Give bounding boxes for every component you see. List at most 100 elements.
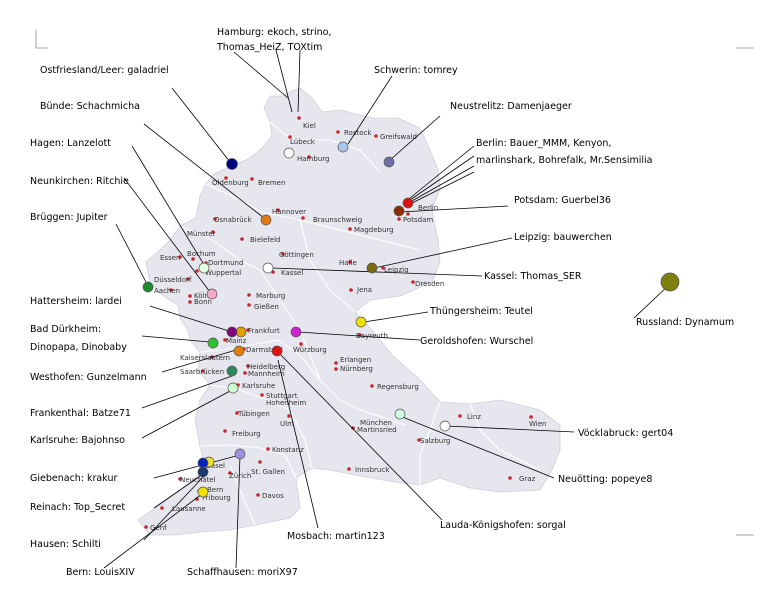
marker-badduerkheim[interactable] bbox=[226, 326, 238, 338]
city-konstanz: Konstanz bbox=[272, 446, 304, 454]
marker-kassel[interactable] bbox=[262, 262, 274, 274]
label-neuoetting: Neuötting: popeye8 bbox=[558, 474, 652, 485]
city-wien: Wien bbox=[529, 420, 546, 428]
city-hamburg: Hamburg bbox=[297, 155, 329, 163]
city-ulm: Ulm bbox=[280, 420, 294, 428]
city-rostock: Rostock bbox=[344, 129, 372, 137]
city-fribourg: Fribourg bbox=[202, 494, 231, 502]
city-wuppertal: Wuppertal bbox=[205, 269, 241, 277]
label-geroldshofen: Geroldshofen: Wurschel bbox=[420, 336, 533, 347]
marker-giebenach[interactable] bbox=[197, 457, 209, 469]
label-potsdam: Potsdam: Guerbel36 bbox=[514, 195, 611, 206]
label-brueggen: Brüggen: Jupiter bbox=[30, 212, 108, 223]
city-graz: Graz bbox=[519, 475, 536, 483]
city-oldenburg: Oldenburg bbox=[212, 179, 249, 187]
city-heidelberg: Heidelberg bbox=[247, 363, 285, 371]
marker-neuoetting[interactable] bbox=[439, 420, 451, 432]
label-russland: Russland: Dynamum bbox=[636, 317, 734, 328]
marker-hattersheim[interactable] bbox=[235, 326, 247, 338]
marker-neunkirchen[interactable] bbox=[206, 288, 218, 300]
label-ostfriesland: Ostfriesland/Leer: galadriel bbox=[40, 65, 169, 76]
city-zuerich: Zürich bbox=[229, 472, 251, 480]
city-bayreuth: Bayreuth bbox=[356, 332, 388, 340]
city-stuttgart: Stuttgart bbox=[266, 392, 298, 400]
label-schaffhausen: Schaffhausen: moriX97 bbox=[187, 567, 298, 578]
city-muenster: Münster bbox=[187, 230, 216, 238]
marker-brueggen[interactable] bbox=[142, 281, 154, 293]
marker-laudaK[interactable] bbox=[271, 345, 283, 357]
city-giessen: Gießen bbox=[254, 303, 279, 311]
label-reinach: Reinach: Top_Secret bbox=[30, 502, 125, 513]
marker-badduerkheim2[interactable] bbox=[207, 337, 219, 349]
city-duesseldorf: Düsseldorf bbox=[154, 276, 192, 284]
label-hagen: Hagen: Lanzelott bbox=[30, 138, 111, 149]
marker-geroldshofen[interactable] bbox=[290, 326, 302, 338]
label-hamburg-line1: Hamburg: ekoch, strino, bbox=[217, 27, 331, 38]
city-magdeburg: Magdeburg bbox=[354, 226, 394, 234]
marker-thuengersheim[interactable] bbox=[355, 316, 367, 328]
city-kiel: Kiel bbox=[303, 122, 316, 130]
city-essen: Essen bbox=[160, 254, 180, 262]
city-leipzig: Leipzig bbox=[384, 266, 409, 274]
marker-russland[interactable] bbox=[660, 272, 680, 292]
marker-hamburg[interactable] bbox=[283, 147, 295, 159]
label-hattersheim: Hattersheim: lardei bbox=[30, 296, 122, 307]
marker-potsdam[interactable] bbox=[393, 205, 405, 217]
marker-westhofen[interactable] bbox=[233, 345, 245, 357]
city-frankfurt: Frankfurt bbox=[248, 327, 280, 335]
city-labels: Kiel Lübeck Rostock Greifswald Hamburg O… bbox=[144, 116, 546, 532]
city-linz: Linz bbox=[467, 413, 481, 421]
marker-bern[interactable] bbox=[197, 486, 209, 498]
location-markers bbox=[142, 141, 680, 498]
marker-schwerin[interactable] bbox=[337, 141, 349, 153]
label-badduerkheim-line1: Bad Dürkheim: bbox=[30, 324, 101, 335]
city-braunschweig: Braunschweig bbox=[313, 216, 362, 224]
marker-frankenthal[interactable] bbox=[226, 365, 238, 377]
city-lubeck: Lübeck bbox=[290, 138, 316, 146]
city-bonn: Bonn bbox=[194, 298, 212, 306]
city-dresden: Dresden bbox=[415, 280, 444, 288]
city-jena: Jena bbox=[356, 286, 372, 294]
label-hamburg-line2: Thomas_HeiZ, TOXtim bbox=[216, 42, 322, 53]
marker-reinach[interactable] bbox=[197, 466, 209, 478]
marker-karlsruhe[interactable] bbox=[227, 382, 239, 394]
city-bochum: Bochum bbox=[187, 250, 216, 258]
marker-buende[interactable] bbox=[260, 214, 272, 226]
city-kassel: Kassel bbox=[281, 269, 303, 277]
label-badduerkheim-line2: Dinopapa, Dinobaby bbox=[30, 342, 127, 353]
city-halle: Halle bbox=[339, 259, 357, 267]
city-saarbruecken: Saarbrücken bbox=[180, 368, 224, 376]
city-stgallen: St. Gallen bbox=[251, 468, 285, 476]
city-muenchen: München bbox=[360, 419, 392, 427]
label-hausen: Hausen: Schilti bbox=[30, 539, 101, 550]
marker-leipzig[interactable] bbox=[366, 262, 378, 274]
label-laudaK: Lauda-Königshofen: sorgal bbox=[440, 520, 566, 531]
label-giebenach: Giebenach: krakur bbox=[30, 473, 117, 484]
label-frankenthal: Frankenthal: Batze71 bbox=[30, 408, 131, 419]
marker-neustrelitz[interactable] bbox=[383, 156, 395, 168]
city-koeln: Köln bbox=[194, 292, 209, 300]
city-karlsruhe: Karlsruhe bbox=[242, 382, 275, 390]
city-innsbruck: Innsbruck bbox=[355, 466, 390, 474]
city-nuernberg: Nürnberg bbox=[340, 365, 373, 373]
label-westhofen: Westhofen: Gunzelmann bbox=[30, 372, 147, 383]
city-goettingen: Göttingen bbox=[279, 251, 314, 259]
marker-hagen[interactable] bbox=[198, 262, 210, 274]
city-basel: Basel bbox=[206, 462, 225, 470]
city-wuerzburg: Würzburg bbox=[293, 346, 327, 354]
city-martinsried: Martinsried bbox=[357, 426, 397, 434]
marker-berlin[interactable] bbox=[402, 197, 414, 209]
city-genf: Genf bbox=[150, 524, 167, 532]
label-neustrelitz: Neustrelitz: Damenjaeger bbox=[450, 101, 572, 112]
city-berlin: Berlin bbox=[418, 204, 438, 212]
marker-schaffhausen[interactable] bbox=[234, 448, 246, 460]
marker-voecklabruck[interactable] bbox=[394, 408, 406, 420]
label-kassel: Kassel: Thomas_SER bbox=[484, 271, 582, 282]
marker-ostfriesland[interactable] bbox=[226, 158, 238, 170]
label-thuengersheim: Thüngersheim: Teutel bbox=[429, 306, 533, 317]
label-bern: Bern: LouisXIV bbox=[66, 567, 135, 578]
city-bern: Bern bbox=[207, 486, 223, 494]
crop-marks bbox=[35, 30, 754, 536]
city-hannover: Hannover bbox=[272, 208, 306, 216]
label-voecklabruck: Vöcklabruck: gert04 bbox=[578, 428, 673, 439]
